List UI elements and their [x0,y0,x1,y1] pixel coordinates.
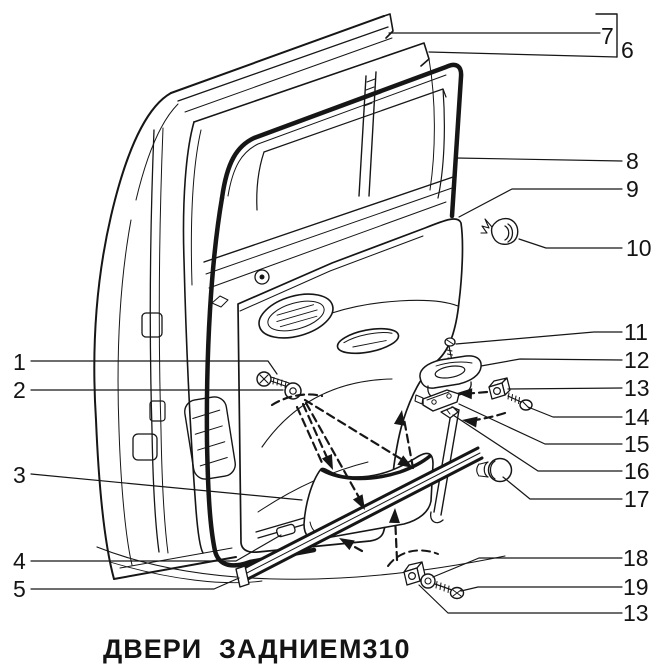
caption-word-3: М310 [339,634,411,664]
trim-panel [237,218,464,554]
belt-line [203,175,457,289]
callout-10: 10 [626,235,652,261]
callout-15: 15 [624,431,650,457]
callout-12: 12 [624,347,650,373]
lower-molding-strip [235,446,484,588]
quarter-window-divider [358,71,377,197]
strip-clip [276,523,296,538]
callout-19: 19 [623,574,649,600]
panel-shelf-line [331,299,459,314]
nut-13-icon [488,377,511,400]
screw-19-icon [434,581,465,600]
label-7-bracket [595,13,618,58]
callout-1: 1 [13,349,26,375]
callout-14: 14 [624,404,650,430]
callout-labels: 1 2 3 4 5 7 6 8 9 10 11 12 13 14 15 16 1… [13,23,652,626]
leader-lines [30,13,623,614]
callout-13: 13 [624,375,650,401]
callout-7: 7 [601,23,614,49]
caption-word-2: ЗАДНИЕ [219,634,339,664]
window-frame [182,42,435,554]
assembly-arrows [270,388,507,567]
handle-bezel-12-icon [419,355,482,399]
clip-10-icon [480,217,519,245]
callout-3: 3 [13,462,26,488]
door-outer-panel [93,13,394,580]
panel-crease-line [261,378,393,448]
callout-4: 4 [13,548,26,574]
screw-1-icon [256,371,290,388]
callout-17: 17 [624,486,650,512]
washer-2-icon [284,382,302,400]
map-pocket [303,452,434,541]
callout-18: 18 [623,545,649,571]
washer-18-icon [420,573,436,589]
window-glass [256,88,447,211]
callout-2: 2 [13,377,26,403]
callout-9: 9 [626,176,639,202]
caption-word-1: ДВЕРИ [103,634,202,664]
callout-6: 6 [621,37,634,63]
callout-13-bottom: 13 [623,600,649,626]
glass-run-weatherstrip [204,62,464,568]
clip-16-icon [440,406,459,419]
bracket-15-icon [414,389,460,412]
diagram-caption: ДВЕРИ ЗАДНИЕ М310 [103,634,411,664]
callout-5: 5 [13,576,26,602]
callout-11: 11 [624,319,648,345]
callout-16: 16 [624,458,650,484]
inner-handle-cutout [258,293,334,339]
arrow-heads [321,388,478,551]
callout-8: 8 [626,148,639,174]
door-pull-slot [336,327,400,355]
plug-17-icon [476,457,513,483]
